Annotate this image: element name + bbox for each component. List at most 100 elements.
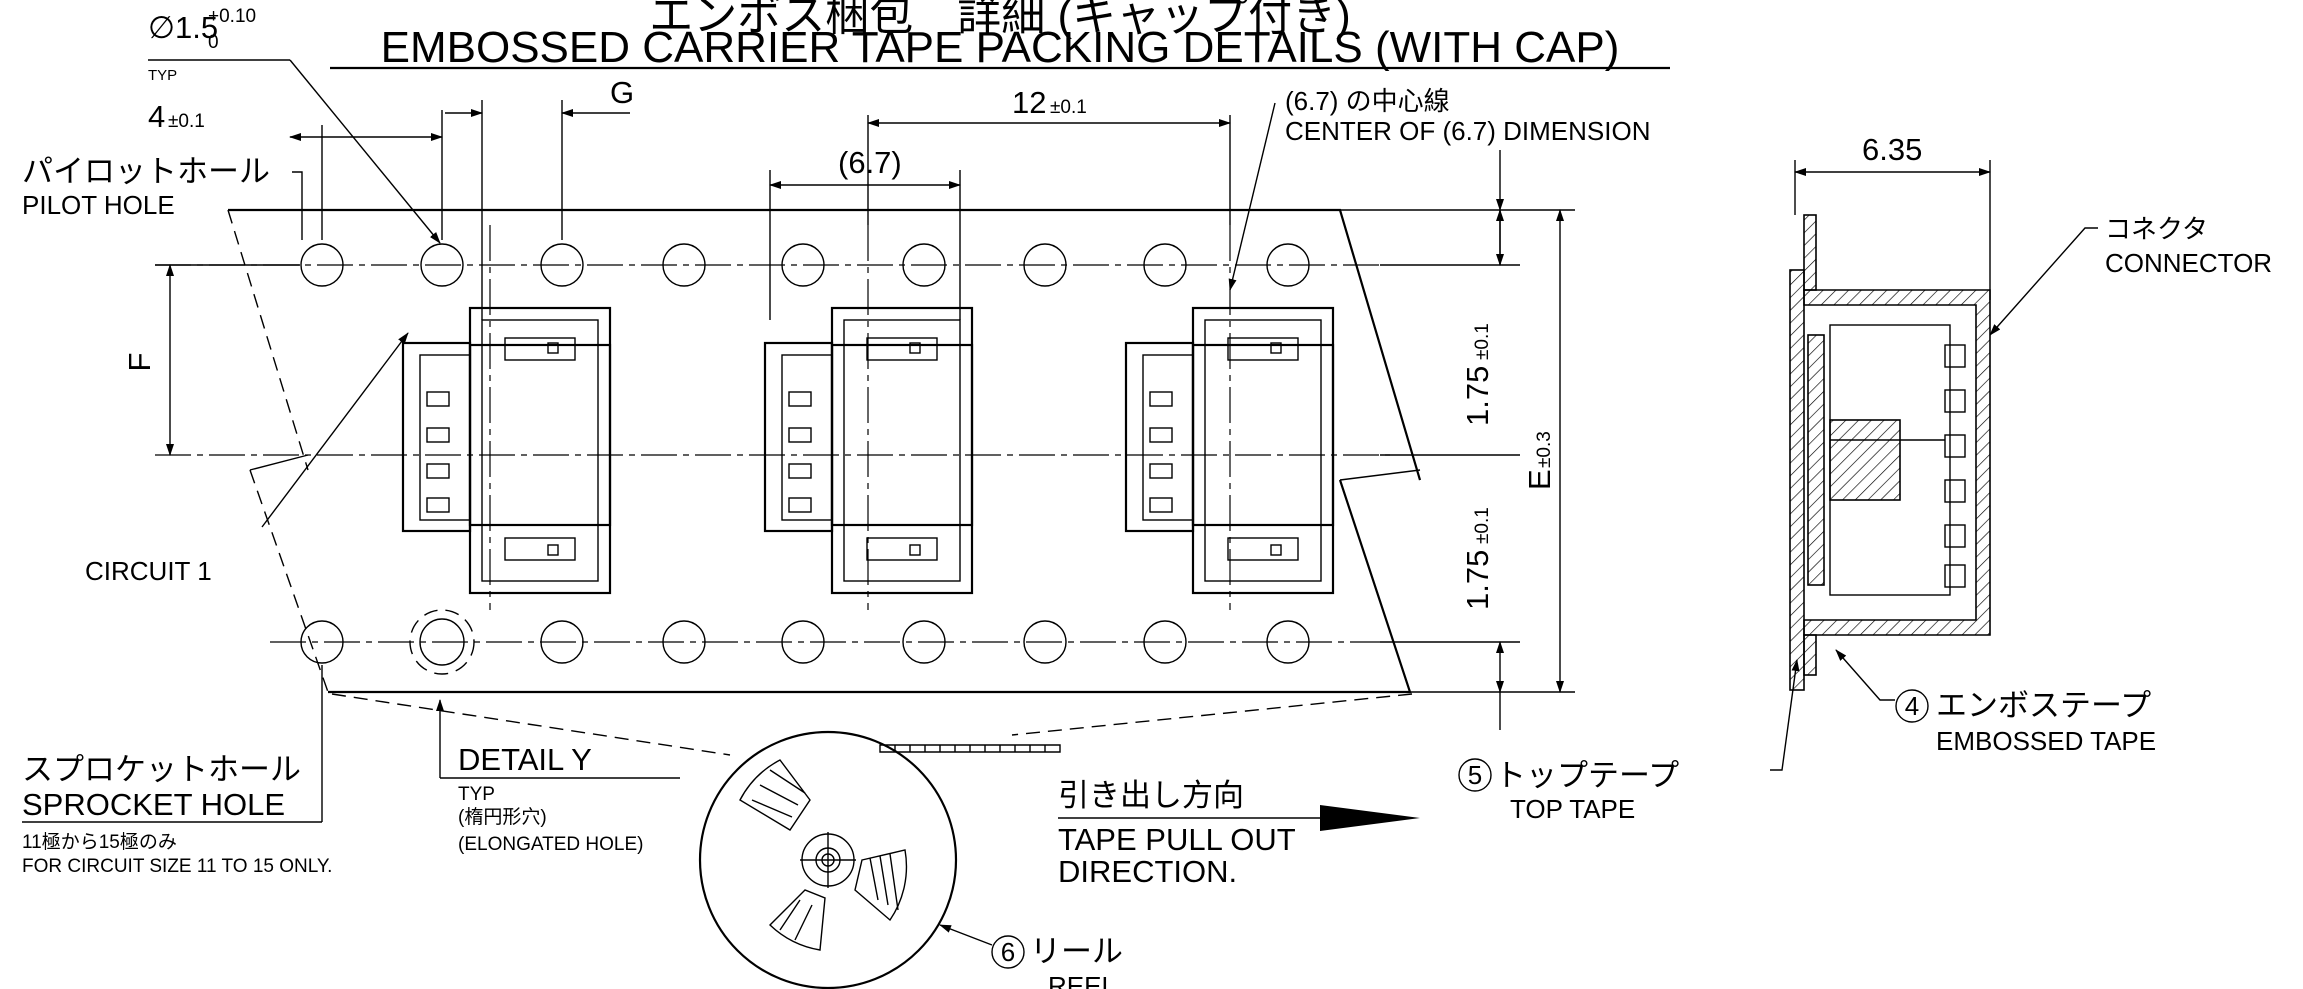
connector-shroud bbox=[1124, 341, 1195, 533]
detail-en: (ELONGATED HOLE) bbox=[458, 834, 643, 855]
tape-left-notch bbox=[249, 454, 309, 471]
reel-number: 6 bbox=[1001, 937, 1015, 967]
sprocket-jp: スプロケットホール bbox=[22, 752, 301, 787]
center-en: CENTER OF (6.7) DIMENSION bbox=[1285, 116, 1650, 146]
sprocket-hole bbox=[300, 243, 344, 287]
sprocket-note-jp: 11極から15極のみ bbox=[22, 831, 177, 853]
latch bbox=[547, 342, 559, 354]
pin bbox=[788, 463, 812, 479]
emb-tape-en: EMBOSSED TAPE bbox=[1936, 726, 2156, 756]
connector-shroud bbox=[763, 341, 834, 533]
pin bbox=[1149, 427, 1173, 443]
sprocket-hole bbox=[662, 243, 706, 287]
reel-tape-pockets bbox=[894, 745, 1046, 752]
pocket-1 bbox=[401, 306, 612, 595]
side-section: 6.35 コネクタ CONNECTOR 4 エンボステープ EMBOSSED T… bbox=[1458, 132, 2272, 824]
title-jp: エンボス梱包 詳細 (キャップ付き) bbox=[649, 0, 1351, 40]
center-jp: (6.7) の中心線 bbox=[1285, 86, 1450, 116]
title-en: EMBOSSED CARRIER TAPE PACKING DETAILS (W… bbox=[381, 23, 1620, 72]
reel-tape-lines bbox=[331, 693, 1413, 756]
cap-body bbox=[468, 343, 612, 527]
top-tape-number: 5 bbox=[1468, 760, 1482, 790]
dim-635-label: 6.35 bbox=[1862, 132, 1922, 167]
pin bbox=[426, 391, 450, 407]
latch bbox=[1270, 544, 1282, 556]
latch bbox=[909, 544, 921, 556]
detail-y-circle bbox=[409, 609, 475, 675]
dim-175-bot-value: 1.75 bbox=[1460, 550, 1495, 610]
dim-hole-dia: ∅1.5 bbox=[148, 10, 218, 45]
connector-tab bbox=[1227, 537, 1299, 561]
reel-outer bbox=[698, 730, 958, 989]
connector-body bbox=[419, 354, 471, 521]
reel-en: REEL bbox=[1048, 971, 1116, 989]
latch bbox=[547, 544, 559, 556]
detail-typ: TYP bbox=[458, 784, 495, 805]
pin bbox=[426, 427, 450, 443]
cap-body bbox=[1191, 343, 1335, 527]
circuit1-label: CIRCUIT 1 bbox=[85, 556, 212, 586]
top-tape-number-circle bbox=[1458, 758, 1492, 792]
dim-e-label: E bbox=[1522, 469, 1557, 490]
tape-right-break bbox=[1339, 479, 1411, 693]
connector-tab bbox=[504, 537, 576, 561]
dim-hole-tol-plus: +0.10 bbox=[208, 6, 256, 27]
sprocket-hole bbox=[781, 243, 825, 287]
emb-tape-number-circle bbox=[1895, 689, 1929, 723]
callouts: (6.7) の中心線 CENTER OF (6.7) DIMENSION パイロ… bbox=[22, 59, 1650, 877]
dim-175-bot-tol: ±0.1 bbox=[1472, 507, 1493, 544]
connector-side-pins bbox=[1944, 344, 1966, 588]
pull-arrow-icon bbox=[1320, 805, 1420, 831]
connector-tab bbox=[866, 537, 938, 561]
connector-side-left bbox=[1807, 334, 1825, 586]
detail-y-label: DETAIL Y bbox=[458, 742, 592, 777]
pocket-2 bbox=[763, 306, 974, 595]
tape-left-break-top bbox=[227, 209, 309, 471]
sprocket-hole bbox=[1143, 620, 1187, 664]
emb-tape-leader bbox=[1835, 649, 1895, 701]
reel-jp: リール bbox=[1030, 934, 1123, 969]
reel-leader bbox=[939, 924, 993, 946]
center-leader bbox=[1228, 102, 1276, 291]
pilot-en: PILOT HOLE bbox=[22, 190, 175, 220]
sprocket-hole bbox=[540, 620, 584, 664]
pin bbox=[788, 497, 812, 513]
connector-tab bbox=[1227, 337, 1299, 361]
dim-g-label: G bbox=[610, 75, 634, 110]
dimension-texts: ∅1.5 +0.10 0 TYP 4 ±0.1 G 12 ±0.1 (6.7) … bbox=[122, 6, 1557, 610]
reel: 6 リール REEL bbox=[331, 693, 1413, 989]
sprocket-hole bbox=[1023, 620, 1067, 664]
sprocket-note-en: FOR CIRCUIT SIZE 11 TO 15 ONLY. bbox=[22, 856, 332, 877]
latch bbox=[909, 342, 921, 354]
connector-tab bbox=[504, 337, 576, 361]
tape-right-notch bbox=[1339, 469, 1421, 481]
dimension-lines bbox=[155, 100, 1575, 730]
cap-body bbox=[830, 343, 974, 527]
sprocket-hole bbox=[1023, 243, 1067, 287]
pin bbox=[426, 463, 450, 479]
sprocket-en: SPROCKET HOLE bbox=[22, 787, 285, 822]
pin bbox=[788, 427, 812, 443]
connector-side-cap bbox=[1829, 419, 1901, 501]
detail-jp: (楕円形穴) bbox=[458, 806, 547, 828]
sprocket-hole bbox=[781, 620, 825, 664]
pin bbox=[426, 497, 450, 513]
reel-window-1 bbox=[739, 759, 811, 831]
dim-4-tol: ±0.1 bbox=[168, 111, 205, 132]
top-tape-jp: トップテープ bbox=[1495, 758, 1679, 793]
pin bbox=[1149, 463, 1173, 479]
connector-jp: コネクタ bbox=[2105, 214, 2208, 244]
connector-tab bbox=[866, 337, 938, 361]
dim-175-top-tol: ±0.1 bbox=[1472, 323, 1493, 360]
pocket-3 bbox=[1124, 306, 1335, 595]
sprocket-holes-top bbox=[300, 243, 1310, 287]
sprocket-hole bbox=[662, 620, 706, 664]
dim-12-value: 12 bbox=[1012, 85, 1046, 120]
emb-tape-number: 4 bbox=[1905, 691, 1919, 721]
sprocket-holes-bottom bbox=[300, 609, 1310, 675]
title-block: エンボス梱包 詳細 (キャップ付き) EMBOSSED CARRIER TAPE… bbox=[330, 0, 1670, 72]
reel-window-3 bbox=[768, 889, 826, 951]
dim-hole-typ: TYP bbox=[148, 67, 177, 84]
embossed-flange-top bbox=[1803, 214, 1817, 291]
embossed-flange-bottom bbox=[1803, 634, 1817, 676]
